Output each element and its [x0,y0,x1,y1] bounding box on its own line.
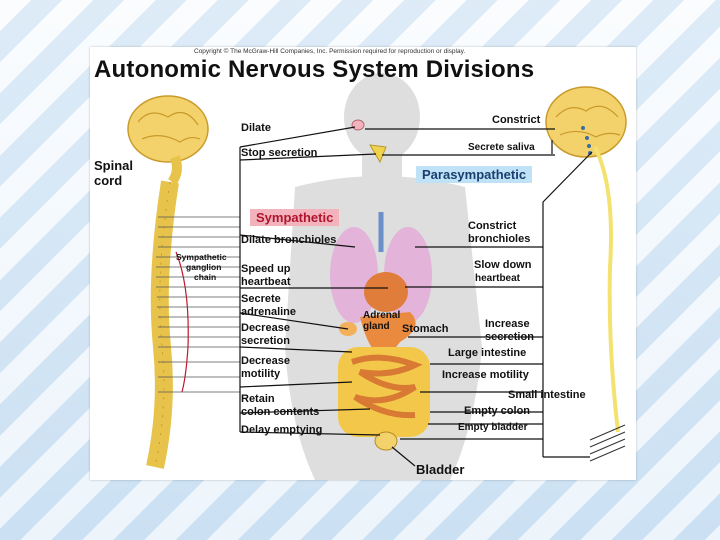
para-effect-increase-motility: Increase motility [442,369,529,381]
para-effect-slow-down: Slow down [474,259,532,271]
spinal-cord-label-line2: cord [94,173,123,188]
symp-effect-heartbeat: heartbeat [241,276,291,288]
ganglion-chain-label-line1: Sympathetic [176,252,227,262]
sympathetic-heading: Sympathetic [250,209,340,226]
diagram-panel: Copyright © The McGraw-Hill Companies, I… [90,47,636,480]
symp-effect-speed-up: Speed up [241,263,291,275]
organs [330,119,432,451]
para-effect-bronchioles: bronchioles [468,233,531,245]
symp-effect-decrease: Decrease [241,322,290,334]
spine [146,180,179,469]
para-effect-constrict: Constrict [492,114,541,126]
symp-effect-dilate: Dilate [241,122,271,134]
para-small-intestine: Small intestine [508,389,586,401]
spinal-nerve-lines [156,216,240,393]
anatomy-illustration [127,73,627,480]
para-effect-heartbeat: heartbeat [475,273,521,284]
symp-effect-retain: Retain [241,393,275,405]
bladder-label: Bladder [416,462,465,477]
adrenal-label-line2: gland [363,321,390,332]
connector-lines [239,126,593,467]
para-effect-constrict-2: Constrict [468,220,517,232]
stomach-label: Stomach [402,323,449,335]
symp-effect-decrease-2: Decrease [241,355,290,367]
symp-effect-dilate-bronchioles: Dilate bronchioles [241,234,337,246]
sacral-outflow [589,424,626,462]
copyright-notice: Copyright © The McGraw-Hill Companies, I… [194,48,466,55]
symp-effect-secretion: secretion [241,335,290,347]
para-large-intestine: Large intestine [448,347,527,359]
ganglion-chain-label-line2: ganglion [186,262,222,272]
spinal-cord-label-line1: Spinal [94,158,134,173]
symp-effect-adrenaline: adrenaline [241,306,297,318]
symp-effect-motility: motility [241,368,281,380]
symp-effect-stop-secretion: Stop secretion [241,147,318,159]
adrenal-label-line1: Adrenal [363,310,401,321]
para-effect-secrete-saliva: Secrete saliva [468,142,535,153]
symp-effect-secrete: Secrete [241,293,281,305]
right-brain [545,86,627,433]
left-brain [127,95,209,186]
para-effect-increase: Increase [485,318,530,330]
page-title: Autonomic Nervous System Divisions [94,56,535,83]
symp-effect-delay-emptying: Delay emptying [241,424,323,436]
para-effect-secretion: secretion [485,331,534,343]
para-effect-empty-colon: Empty colon [464,405,531,417]
ganglion-chain-label-line3: chain [194,272,217,282]
ganglion-chain-line [175,251,189,393]
parasympathetic-heading: Parasympathetic [416,166,533,183]
symp-effect-colon-contents: colon contents [241,406,320,418]
para-effect-empty-bladder: Empty bladder [458,422,528,433]
